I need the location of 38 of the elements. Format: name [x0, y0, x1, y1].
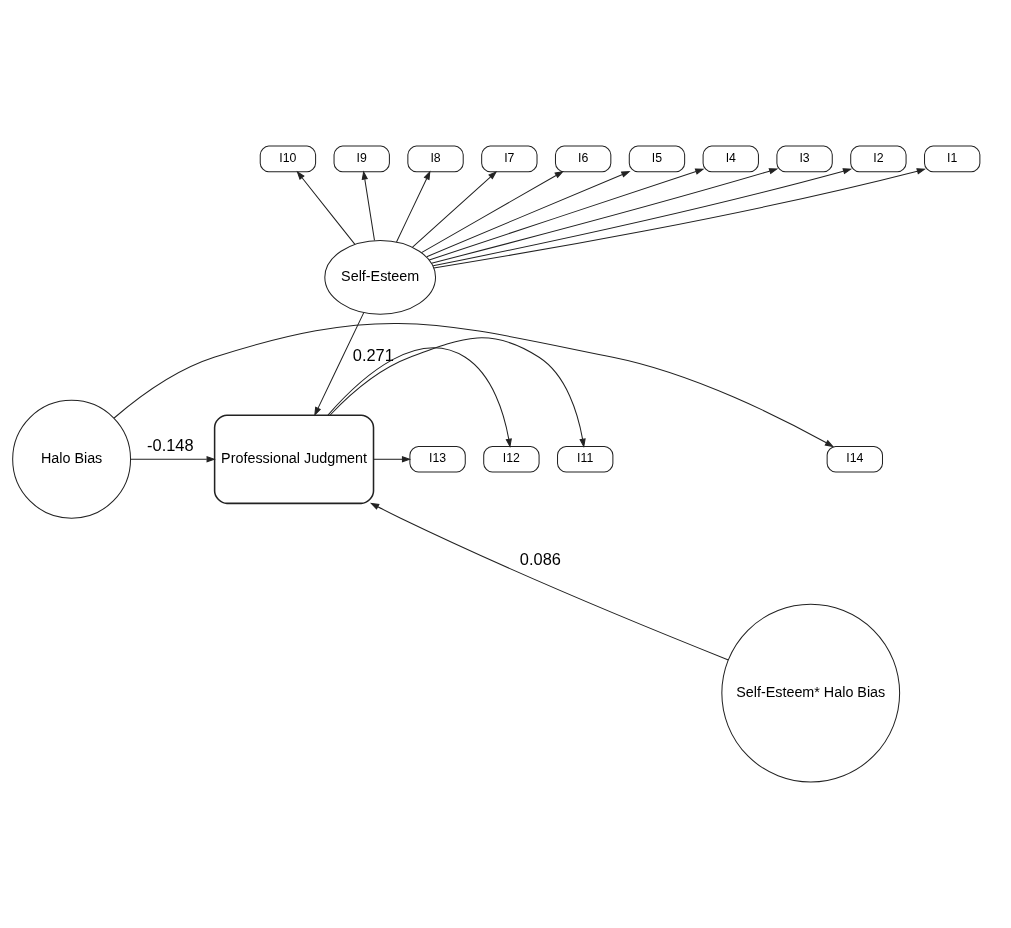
arrow: [130, 456, 216, 463]
node-box: I3: [776, 145, 833, 173]
arrow: [432, 168, 853, 267]
node-box: I7: [481, 145, 538, 173]
arrow: [433, 168, 926, 269]
node-ellipse: Self-Esteem: [324, 239, 437, 315]
arrow: [361, 170, 375, 241]
node-box: I13: [409, 445, 466, 473]
arrow: [369, 502, 729, 661]
node-box: I14: [826, 445, 883, 473]
arrow: [329, 337, 586, 448]
arrow: [373, 456, 412, 463]
node-box: I6: [554, 145, 612, 173]
arrow: [426, 171, 631, 258]
node-box: I5: [628, 145, 686, 173]
node-box: I4: [702, 145, 759, 173]
arrow: [113, 323, 835, 448]
arrow: [430, 168, 779, 264]
edge-label: 0.271: [352, 346, 394, 365]
node-circle: Halo Bias: [12, 399, 132, 519]
node-box: I11: [557, 445, 614, 473]
arrow: [296, 170, 356, 245]
node-box: I8: [407, 145, 464, 173]
arrow: [314, 312, 365, 417]
node-box: I10: [259, 145, 317, 173]
node-box: I2: [850, 145, 907, 173]
arrow: [396, 170, 431, 243]
node-box: I12: [483, 445, 540, 473]
node-box: I9: [333, 145, 390, 173]
node-box: Professional Judgment: [213, 414, 375, 505]
arrow: [327, 347, 512, 448]
edge-label: -0.148: [147, 435, 194, 454]
edge-label: 0.086: [519, 550, 561, 569]
arrow: [412, 170, 498, 248]
node-box: I1: [924, 145, 981, 173]
arrow: [421, 170, 564, 254]
arrow: [428, 168, 705, 261]
node-circle: Self-Esteem* Halo Bias: [721, 603, 901, 783]
